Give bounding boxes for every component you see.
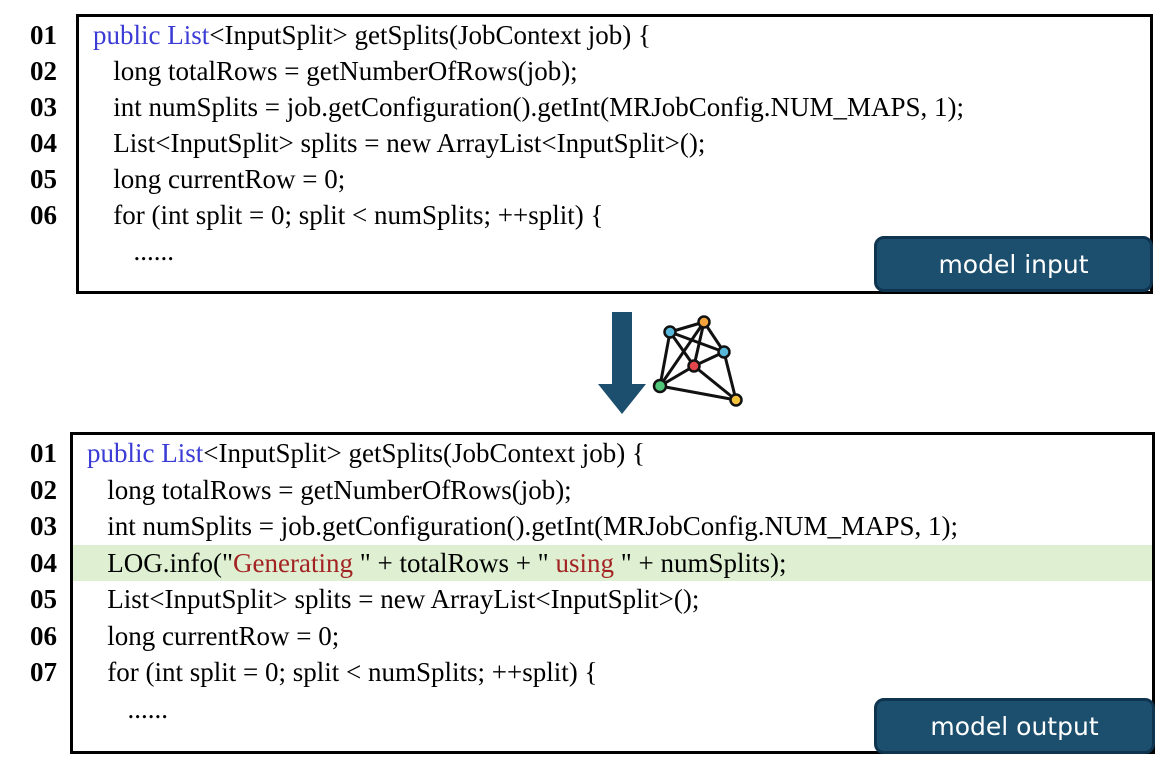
code-token: " + totalRows + "	[359, 547, 556, 578]
code-token: <InputSplit> getSplits(JobContext job) {	[203, 438, 645, 468]
string-token: Generating	[233, 547, 360, 578]
code-token: long totalRows = getNumberOfRows(job);	[93, 56, 578, 86]
code-line: long totalRows = getNumberOfRows(job);	[73, 472, 1152, 508]
code-token: long currentRow = 0;	[93, 164, 346, 194]
model-output-tag: model output	[874, 698, 1155, 754]
code-line: for (int split = 0; split < numSplits; +…	[79, 197, 1150, 233]
code-token: List<InputSplit> splits = new ArrayList<…	[87, 584, 700, 614]
line-number: 04	[30, 547, 57, 578]
code-line: List<InputSplit> splits = new ArrayList<…	[73, 581, 1152, 617]
neural-network-graph-icon	[652, 315, 743, 407]
line-number: 07	[30, 657, 57, 687]
line-number: 06	[30, 200, 57, 230]
code-token: ......	[87, 693, 169, 724]
code-token: int numSplits = job.getConfiguration().g…	[87, 511, 958, 541]
line-number: 03	[30, 92, 57, 122]
code-token: for (int split = 0; split < numSplits; +…	[93, 200, 604, 230]
code-line: for (int split = 0; split < numSplits; +…	[73, 654, 1152, 690]
code-line: public List<InputSplit> getSplits(JobCon…	[79, 17, 1150, 53]
code-token: List<InputSplit> splits = new ArrayList<…	[93, 128, 706, 158]
line-number: 01	[30, 20, 57, 50]
line-number: 04	[30, 128, 57, 158]
line-number: 02	[30, 474, 57, 505]
code-token: for (int split = 0; split < numSplits; +…	[87, 657, 598, 687]
line-number: 01	[30, 438, 57, 468]
code-line: List<InputSplit> splits = new ArrayList<…	[79, 125, 1150, 161]
keyword-token: public	[87, 438, 162, 468]
line-number: 05	[30, 584, 57, 614]
keyword-token: List	[167, 20, 210, 50]
down-arrow-icon	[598, 312, 646, 414]
line-number: 06	[30, 620, 57, 651]
code-token: ......	[93, 236, 175, 266]
input-code-box: public List<InputSplit> getSplits(JobCon…	[76, 14, 1153, 294]
model-input-panel: 01 02 03 04 05 06 public List<InputSplit> get…	[0, 14, 1163, 296]
keyword-token: public	[93, 20, 168, 50]
line-number: 05	[30, 164, 57, 194]
string-token: using	[555, 547, 614, 578]
code-line: public List<InputSplit> getSplits(JobCon…	[73, 435, 1152, 471]
code-line: ......	[73, 691, 1152, 727]
code-token: LOG.info("	[87, 547, 233, 578]
code-line: ......	[79, 233, 1150, 269]
code-line: long currentRow = 0;	[73, 618, 1152, 654]
highlighted-code-line: LOG.info("Generating " + totalRows + " u…	[73, 544, 1152, 581]
code-token: long totalRows = getNumberOfRows(job);	[87, 474, 572, 505]
line-number: 02	[30, 56, 57, 86]
code-line: long totalRows = getNumberOfRows(job);	[79, 53, 1150, 89]
code-line: int numSplits = job.getConfiguration().g…	[79, 89, 1150, 125]
model-input-tag: model input	[874, 236, 1153, 292]
code-token: long currentRow = 0;	[87, 620, 340, 651]
model-output-panel: 01 02 03 04 05 06 07 public List<InputSplit> g…	[0, 432, 1163, 762]
keyword-token: List	[161, 438, 204, 468]
code-line: int numSplits = job.getConfiguration().g…	[73, 508, 1152, 544]
code-token: <InputSplit> getSplits(JobContext job) {	[209, 20, 651, 50]
code-token: int numSplits = job.getConfiguration().g…	[93, 92, 964, 122]
code-token: " + numSplits);	[613, 547, 787, 578]
code-line: long currentRow = 0;	[79, 161, 1150, 197]
line-number: 03	[30, 511, 57, 541]
